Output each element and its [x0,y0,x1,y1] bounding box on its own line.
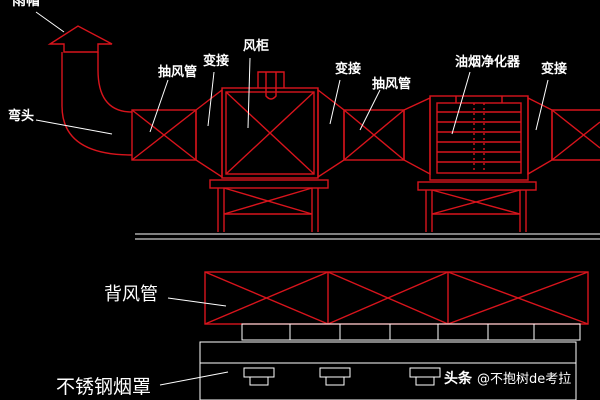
back-duct-shape [204,271,589,325]
transition-1-shape [195,88,223,179]
transition-2-shape [317,88,345,179]
rain-cap-shape [47,25,113,53]
back-duct-label: 背风管 [104,284,158,305]
hood-shape [199,341,577,400]
transition-1-label: 变接 [203,54,230,69]
exhaust-duct-2-shape [343,96,431,176]
exhaust-duct-2-label: 抽风管 [372,77,412,92]
watermark-source: 头条 [444,371,472,387]
leader-lines [35,11,549,386]
duct-hanger-blocks [241,323,581,341]
elbow-label: 弯头 [8,109,35,124]
rain-cap-label: 雨帽 [12,0,40,9]
exhaust-duct-1-label: 抽风管 [158,65,198,80]
transition-3-label: 变接 [541,62,568,77]
ceiling-line [135,233,600,240]
fan-cabinet-stand-shape [209,179,329,232]
fan-cabinet-label: 风柜 [243,39,270,54]
exhaust-duct-1-shape [131,109,197,161]
transition-2-label: 变接 [335,62,362,77]
elbow-shape [61,52,133,156]
purifier-label: 油烟净化器 [455,55,521,70]
hood-label: 不锈钢烟罩 [56,376,152,398]
purifier-stand-shape [417,181,537,232]
transition-3-shape [527,96,600,176]
purifier-shape [429,95,529,181]
watermark-account: @不抱树de考拉 [477,372,572,387]
fan-cabinet-shape [221,71,319,179]
